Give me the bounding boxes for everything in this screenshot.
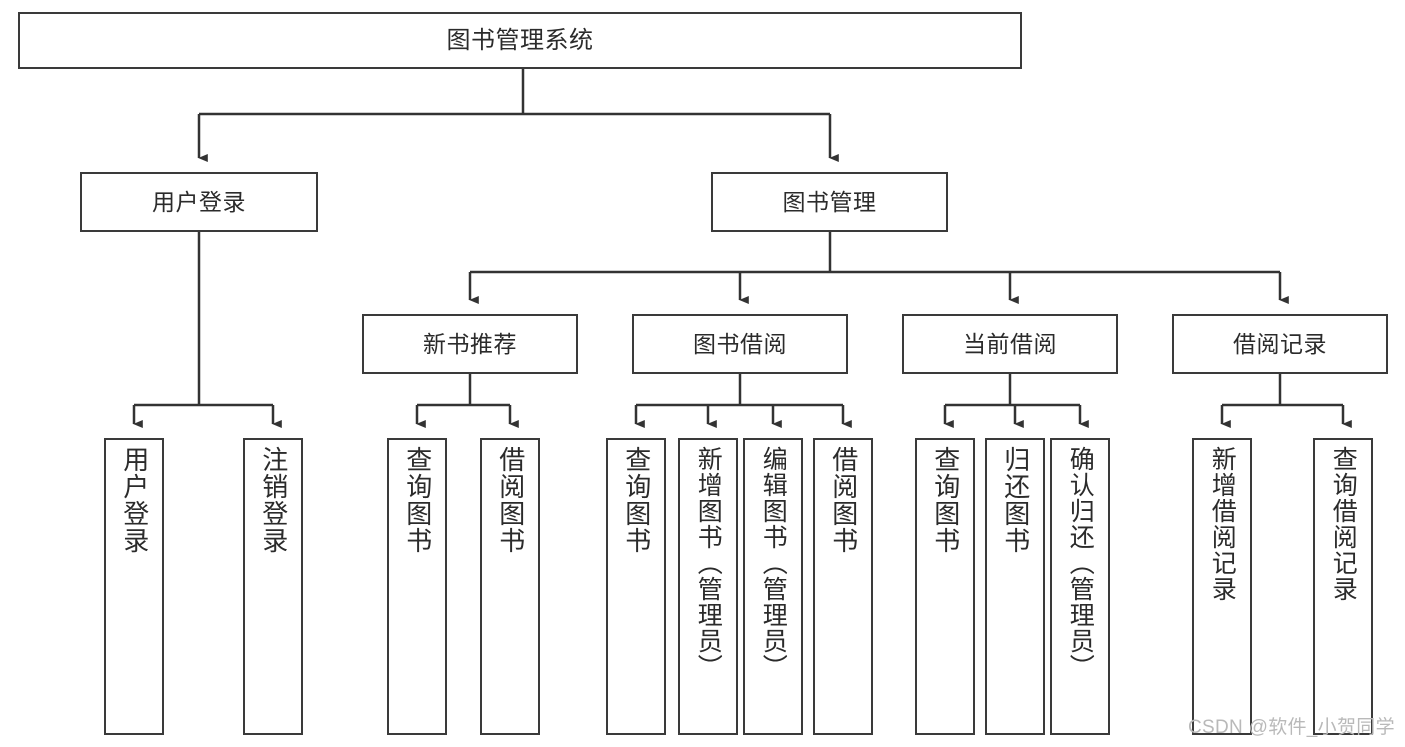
node-leaf-user-logout-label: 注销登录 — [258, 446, 289, 554]
node-leaf-add-book[interactable]: 新增图书（管理员） — [678, 438, 738, 735]
node-leaf-query-book-cur-label: 查询图书 — [930, 446, 961, 554]
node-leaf-user-login[interactable]: 用户登录 — [104, 438, 164, 735]
watermark: CSDN @软件_小贺同学 — [1188, 717, 1395, 738]
node-book-manage-label: 图书管理 — [782, 188, 877, 215]
node-book-manage[interactable]: 图书管理 — [711, 172, 948, 232]
node-leaf-add-record[interactable]: 新增借阅记录 — [1192, 438, 1252, 735]
node-leaf-add-record-label: 新增借阅记录 — [1208, 446, 1237, 602]
node-leaf-user-login-label: 用户登录 — [119, 446, 150, 554]
node-new-book-rec-label: 新书推荐 — [423, 330, 517, 357]
node-user-login[interactable]: 用户登录 — [80, 172, 318, 232]
node-leaf-edit-book-label: 编辑图书（管理员） — [759, 446, 788, 680]
node-leaf-query-book-borrow[interactable]: 查询图书 — [606, 438, 666, 735]
node-borrow-record[interactable]: 借阅记录 — [1172, 314, 1388, 374]
node-current-borrow-label: 当前借阅 — [963, 330, 1057, 357]
node-new-book-rec[interactable]: 新书推荐 — [362, 314, 578, 374]
node-leaf-borrow-book-rec-label: 借阅图书 — [495, 446, 526, 554]
node-leaf-query-record[interactable]: 查询借阅记录 — [1313, 438, 1373, 735]
node-leaf-query-book-borrow-label: 查询图书 — [621, 446, 652, 554]
node-leaf-user-logout[interactable]: 注销登录 — [243, 438, 303, 735]
node-leaf-borrow-book-label: 借阅图书 — [828, 446, 859, 554]
node-leaf-query-book-rec[interactable]: 查询图书 — [387, 438, 447, 735]
node-leaf-confirm-return[interactable]: 确认归还（管理员） — [1050, 438, 1110, 735]
node-leaf-confirm-return-label: 确认归还（管理员） — [1066, 446, 1095, 680]
node-borrow-record-label: 借阅记录 — [1233, 330, 1327, 357]
node-leaf-borrow-book[interactable]: 借阅图书 — [813, 438, 873, 735]
node-current-borrow[interactable]: 当前借阅 — [902, 314, 1118, 374]
node-leaf-query-book-rec-label: 查询图书 — [402, 446, 433, 554]
node-leaf-borrow-book-rec[interactable]: 借阅图书 — [480, 438, 540, 735]
node-leaf-edit-book[interactable]: 编辑图书（管理员） — [743, 438, 803, 735]
node-leaf-return-book-label: 归还图书 — [1000, 446, 1031, 554]
node-leaf-return-book[interactable]: 归还图书 — [985, 438, 1045, 735]
node-leaf-add-book-label: 新增图书（管理员） — [694, 446, 723, 680]
node-root[interactable]: 图书管理系统 — [18, 12, 1022, 69]
node-leaf-query-record-label: 查询借阅记录 — [1329, 446, 1358, 602]
node-leaf-query-book-cur[interactable]: 查询图书 — [915, 438, 975, 735]
node-user-login-label: 用户登录 — [152, 188, 246, 215]
node-book-borrow[interactable]: 图书借阅 — [632, 314, 848, 374]
node-root-label: 图书管理系统 — [446, 26, 594, 54]
node-book-borrow-label: 图书借阅 — [693, 330, 787, 357]
